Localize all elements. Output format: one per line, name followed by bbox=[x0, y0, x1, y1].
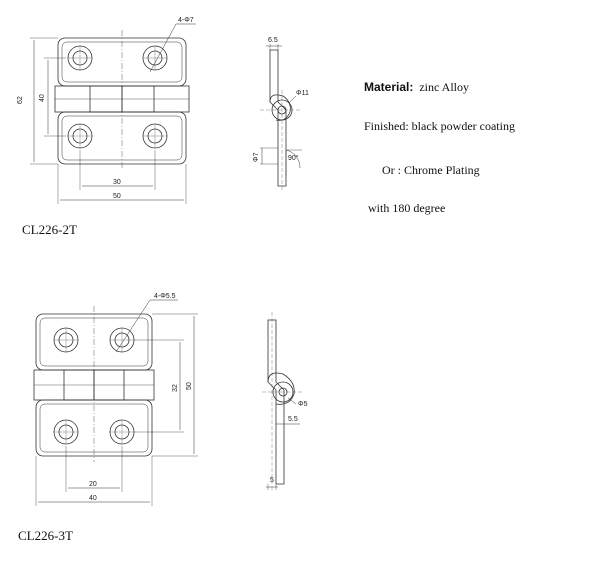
model-label-cl226-3t: CL226-3T bbox=[18, 528, 73, 543]
hole-pitch-horizontal: 30 bbox=[113, 179, 121, 186]
angle-dimension: 90° bbox=[288, 154, 299, 162]
cl226-2t-front-view bbox=[30, 23, 196, 204]
rotation-line: with 180 degree bbox=[368, 201, 446, 215]
knuckle-diameter: Φ5 bbox=[298, 401, 308, 408]
alternate-finish-line: Or : Chrome Plating bbox=[382, 163, 480, 177]
hole-pitch-vertical: 40 bbox=[39, 94, 46, 102]
knuckle-diameter: Φ11 bbox=[296, 90, 309, 97]
holes-callout: 4-Φ7 bbox=[178, 17, 194, 24]
hole-pitch-vertical: 32 bbox=[172, 384, 179, 392]
hole-pitch-horizontal: 20 bbox=[89, 481, 97, 488]
mounting-holes bbox=[67, 45, 168, 149]
width-dimension: 40 bbox=[89, 495, 97, 502]
height-dimension: 50 bbox=[186, 382, 193, 390]
material-line: Material: zinc Alloy bbox=[364, 80, 469, 95]
model-label-cl226-2t: CL226-2T bbox=[22, 222, 77, 237]
cl226-3t-front-view bbox=[33, 299, 198, 506]
material-value: zinc Alloy bbox=[419, 80, 470, 94]
height-dimension: 62 bbox=[17, 96, 24, 104]
mounting-holes bbox=[53, 327, 135, 445]
offset-dimension: 5.5 bbox=[288, 416, 298, 423]
thickness-dimension: 5 bbox=[270, 477, 274, 484]
thickness-dimension: 6.5 bbox=[268, 37, 278, 44]
cl226-2t-side-view bbox=[260, 44, 302, 190]
width-dimension: 50 bbox=[113, 193, 121, 200]
holes-callout: 4-Φ5.5 bbox=[154, 293, 176, 300]
material-label: Material: bbox=[364, 80, 414, 94]
finish-line: Finished: black powder coating bbox=[364, 119, 515, 133]
cl226-3t-side-view bbox=[262, 312, 304, 490]
pin-diameter: Φ7 bbox=[253, 152, 260, 162]
